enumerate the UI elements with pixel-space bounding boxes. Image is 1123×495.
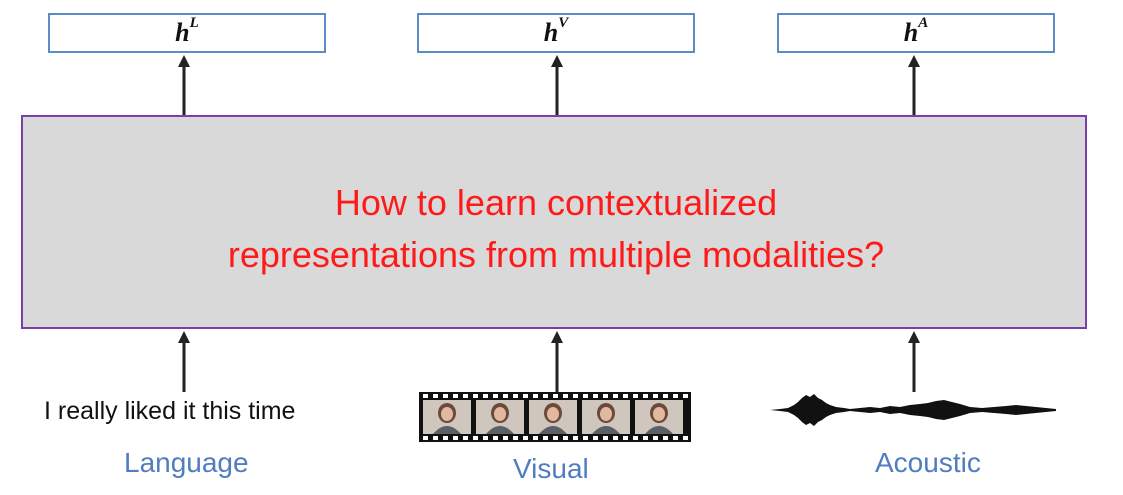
arrow-up-acoustic-output [908, 55, 920, 115]
question-line-2: representations from multiple modalities… [227, 234, 885, 275]
audio-waveform-icon [770, 394, 1056, 426]
arrow-up-visual-input [551, 331, 563, 392]
arrow-up-visual-output [551, 55, 563, 115]
video-frames [423, 400, 683, 434]
output-label-language: hL [175, 15, 199, 47]
output-label-acoustic: hA [903, 15, 929, 47]
modality-label-language: Language [124, 447, 249, 478]
output-box-visual: hV [417, 13, 695, 53]
modality-label-acoustic: Acoustic [875, 447, 981, 478]
language-input-text: I really liked it this time [44, 397, 296, 425]
arrow-up-acoustic-input [908, 331, 920, 392]
arrow-up-language-output [178, 55, 190, 115]
output-box-language: hL [48, 13, 326, 53]
modality-label-visual: Visual [513, 453, 589, 484]
video-filmstrip-icon [419, 392, 691, 442]
fusion-model-box: How to learn contextualized representati… [21, 115, 1087, 329]
arrow-up-language-input [178, 331, 190, 392]
question-line-1: How to learn contextualized [334, 182, 778, 223]
output-label-visual: hV [543, 15, 569, 47]
question-text: How to learn contextualized representati… [23, 177, 1089, 281]
output-box-acoustic: hA [777, 13, 1055, 53]
